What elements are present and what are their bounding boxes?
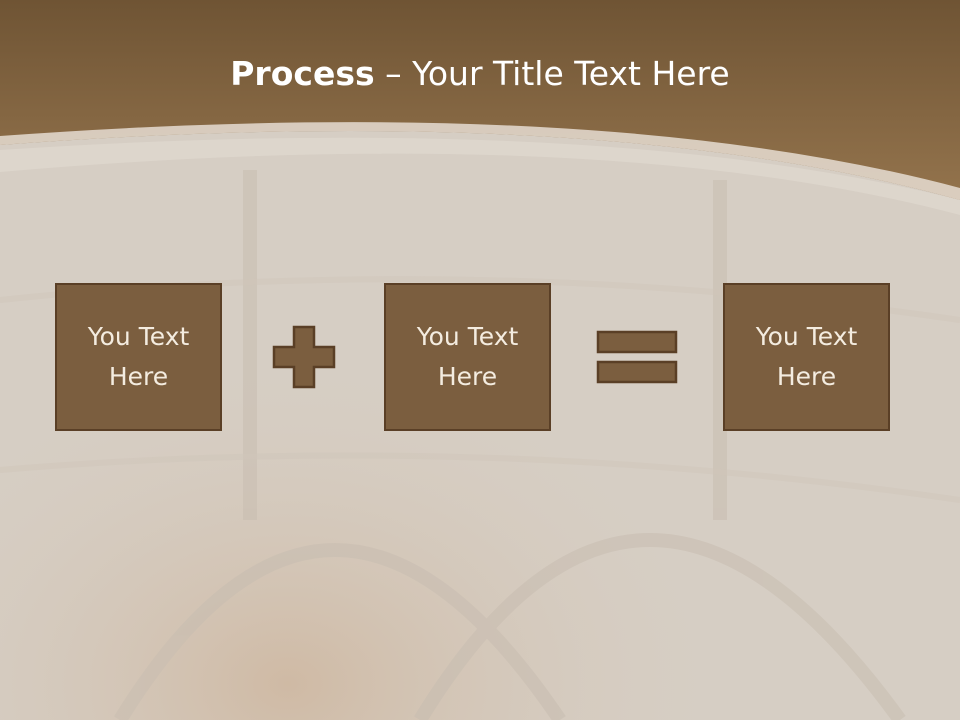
process-box-1[interactable]: You Text Here: [55, 283, 222, 431]
plus-icon: [272, 325, 336, 389]
process-box-2[interactable]: You Text Here: [384, 283, 551, 431]
title-rest: – Your Title Text Here: [374, 54, 730, 93]
equals-icon: [596, 330, 678, 384]
slide-title: Process – Your Title Text Here: [0, 52, 960, 96]
process-box-2-text: You Text Here: [416, 322, 519, 391]
title-bold: Process: [230, 54, 375, 93]
process-box-1-text: You Text Here: [87, 322, 190, 391]
process-box-3-text: You Text Here: [755, 322, 858, 391]
process-box-3[interactable]: You Text Here: [723, 283, 890, 431]
